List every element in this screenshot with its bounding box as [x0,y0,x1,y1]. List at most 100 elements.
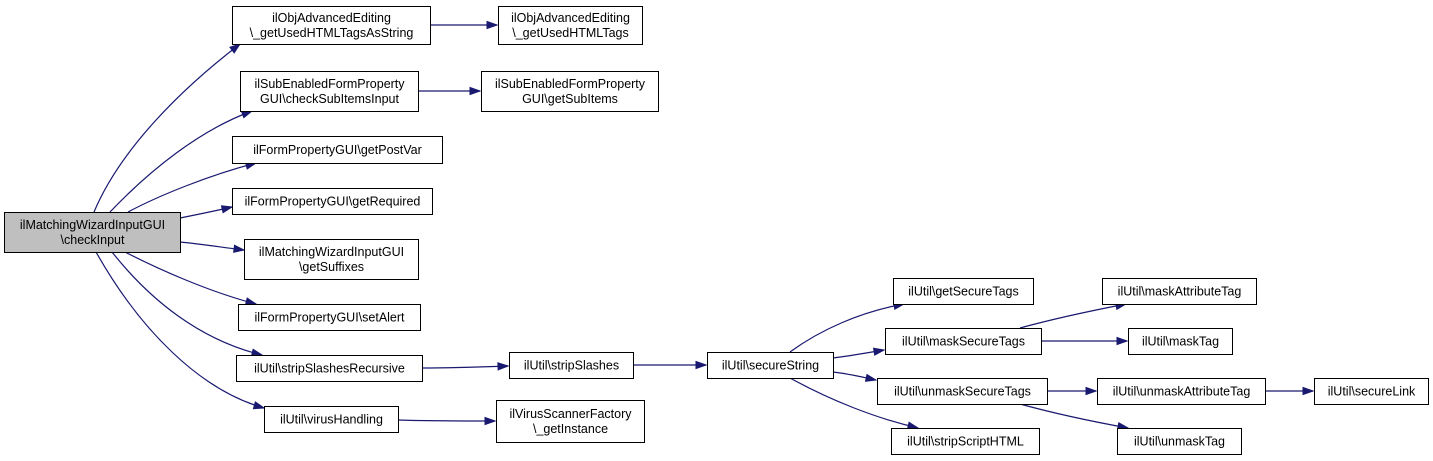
function-node[interactable]: ilUtil\maskTag [1128,328,1233,355]
node-box[interactable] [236,355,423,382]
arrowhead-n11-to-n16 [864,373,878,382]
edge-n11-to-n12 [789,303,905,353]
node-label: ilVirusScannerFactory [509,407,632,421]
node-box[interactable] [707,352,834,379]
function-node[interactable]: ilUtil\getSecureTags [893,278,1034,305]
arrowhead-n9-to-n10 [497,362,510,371]
node-label: \_getInstance [533,422,608,436]
arrowhead-n13-to-n15 [1116,336,1129,346]
edge-root-to-n21 [95,251,265,409]
node-box[interactable] [264,406,399,433]
edge-n13-to-n14 [1019,303,1127,329]
node-label: ilUtil\stripSlashesRecursive [254,362,405,376]
arrowhead-root-to-n21 [252,401,266,410]
edge-n11-to-n20 [789,377,919,429]
node-label: ilMatchingWizardInputGUI [20,218,165,232]
graph-nodes: ilMatchingWizardInputGUI\checkInput ilObj… [4,6,1429,455]
function-node[interactable]: ilFormPropertyGUI\getRequired [232,188,433,215]
node-box[interactable] [232,136,443,164]
node-box[interactable] [1117,428,1242,455]
node-box[interactable] [238,304,421,331]
node-box[interactable] [232,6,431,45]
node-label: ilUtil\unmaskSecureTags [894,385,1031,399]
node-box[interactable] [877,378,1048,405]
function-node[interactable]: ilUtil\secureLink [1314,378,1429,405]
node-label: ilUtil\stripScriptHTML [907,435,1024,449]
node-box[interactable] [1314,378,1429,405]
edge-n9-to-n10 [421,365,509,369]
node-box[interactable] [891,428,1040,455]
node-label: ilUtil\secureString [722,359,819,373]
function-node[interactable]: ilUtil\unmaskTag [1117,428,1242,455]
node-label: ilUtil\maskTag [1142,335,1219,349]
node-box[interactable] [498,6,643,45]
function-node[interactable]: ilUtil\stripSlashesRecursive [236,355,423,382]
arrowhead-n16-to-n17 [1085,386,1098,396]
node-box[interactable] [496,400,645,443]
node-label: GUI\checkSubItemsInput [260,92,399,106]
node-label: ilObjAdvancedEditing [272,11,391,25]
node-box[interactable] [481,71,659,112]
arrowhead-root-to-n1 [229,43,242,54]
node-box[interactable] [232,188,433,215]
node-label: ilUtil\unmaskAttributeTag [1113,385,1251,399]
function-node[interactable]: ilUtil\secureString [707,352,834,379]
function-node[interactable]: ilFormPropertyGUI\setAlert [238,304,421,331]
node-label: \_getUsedHTMLTags [512,26,629,40]
function-node[interactable]: ilUtil\stripScriptHTML [891,428,1040,455]
node-label: GUI\getSubItems [522,92,618,106]
edge-root-to-n8 [124,251,257,305]
node-label: \checkInput [61,233,125,247]
node-label: ilUtil\getSecureTags [908,285,1018,299]
arrowhead-n17-to-n18 [1302,386,1315,396]
node-label: ilUtil\maskSecureTags [902,335,1025,349]
node-label: \getSuffixes [299,260,364,274]
root-node[interactable]: ilMatchingWizardInputGUI\checkInput [4,212,181,253]
arrowhead-root-to-n7 [233,244,246,253]
edge-root-to-n3 [109,110,253,213]
function-node[interactable]: ilFormPropertyGUI\getPostVar [232,136,443,164]
function-node[interactable]: ilMatchingWizardInputGUI\getSuffixes [244,239,419,280]
arrowhead-root-to-n3 [240,110,254,119]
node-box[interactable] [885,328,1042,355]
function-node[interactable]: ilObjAdvancedEditing\_getUsedHTMLTagsAsS… [232,6,431,45]
function-node[interactable]: ilSubEnabledFormPropertyGUI\checkSubItem… [240,71,419,112]
node-box[interactable] [4,212,181,253]
node-label: ilFormPropertyGUI\getRequired [245,195,421,209]
node-box[interactable] [244,239,419,280]
node-label: ilSubEnabledFormProperty [495,77,646,91]
function-node[interactable]: ilUtil\stripSlashes [509,352,634,379]
node-box[interactable] [893,278,1034,305]
node-label: ilUtil\virusHandling [280,413,383,427]
node-box[interactable] [509,352,634,379]
function-node[interactable]: ilVirusScannerFactory\_getInstance [496,400,645,443]
edge-root-to-n1 [93,43,241,213]
arrowhead-root-to-n6 [220,205,234,214]
node-box[interactable] [1097,378,1266,405]
arrowhead-n21-to-n22 [484,416,497,426]
node-label: ilFormPropertyGUI\getPostVar [253,143,422,157]
node-label: ilUtil\maskAttributeTag [1118,285,1242,299]
function-node[interactable]: ilObjAdvancedEditing\_getUsedHTMLTags [498,6,643,45]
edge-n16-to-n19 [1019,403,1129,429]
node-label: \_getUsedHTMLTagsAsString [250,26,414,40]
node-label: ilFormPropertyGUI\setAlert [254,311,405,325]
function-node[interactable]: ilUtil\virusHandling [264,406,399,433]
function-node[interactable]: ilUtil\maskSecureTags [885,328,1042,355]
edge-n21-to-n22 [397,419,496,422]
node-label: ilUtil\secureLink [1328,385,1416,399]
node-label: ilUtil\unmaskTag [1134,435,1225,449]
arrowhead-n1-to-n2 [486,20,499,30]
node-box[interactable] [1128,328,1233,355]
node-box[interactable] [240,71,419,112]
arrowhead-n10-to-n11 [695,360,708,370]
function-node[interactable]: ilUtil\maskAttributeTag [1102,278,1257,305]
node-box[interactable] [1102,278,1257,305]
function-node[interactable]: ilUtil\unmaskAttributeTag [1097,378,1266,405]
arrowhead-n11-to-n13 [872,347,886,356]
arrowhead-n3-to-n4 [469,86,482,96]
node-label: ilUtil\stripSlashes [524,359,619,373]
function-node[interactable]: ilUtil\unmaskSecureTags [877,378,1048,405]
